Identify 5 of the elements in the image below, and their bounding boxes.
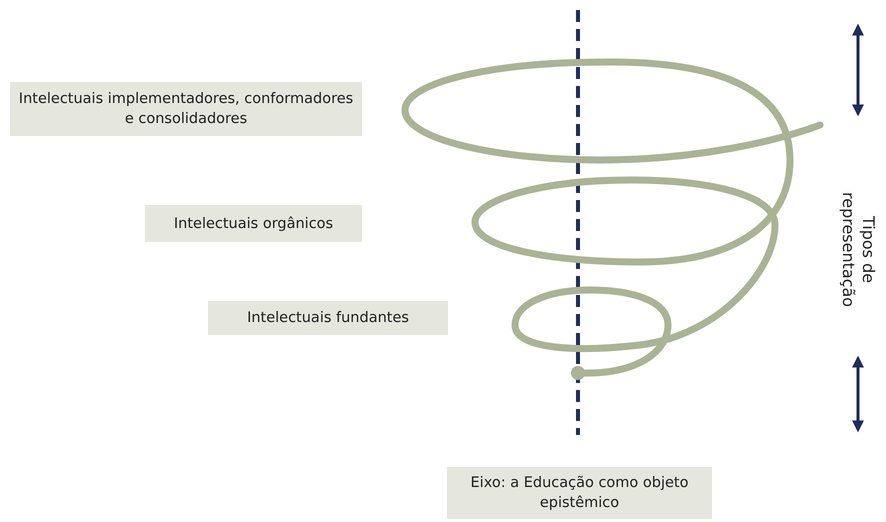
concept-label: Intelectuais fundantes bbox=[208, 301, 448, 335]
concept-label: Intelectuais orgânicos bbox=[145, 205, 362, 242]
axis-title: Tipos de representação bbox=[838, 191, 878, 310]
concept-label: Intelectuais implementadores, conformadores e consolidadores bbox=[10, 82, 362, 136]
axis-caption: Eixo: a Educação como objeto epistêmico bbox=[447, 467, 712, 519]
